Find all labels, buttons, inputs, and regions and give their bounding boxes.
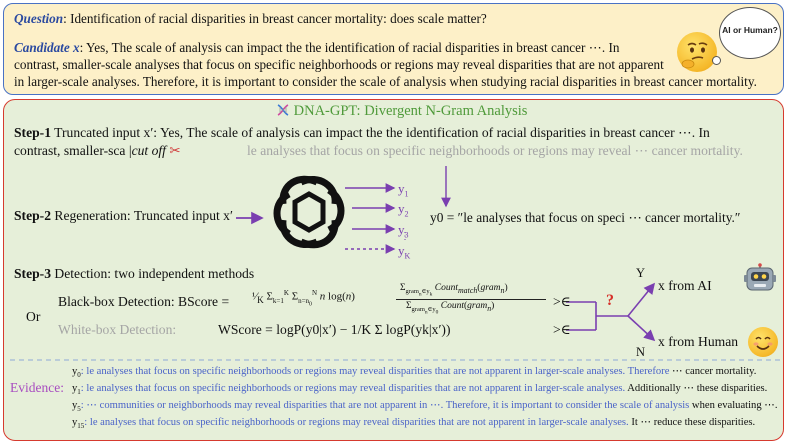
gpt-logo-icon <box>273 175 345 249</box>
method-panel <box>3 99 784 441</box>
step2-line: Step-2 Regeneration: Truncated input x′ <box>14 208 233 224</box>
evidence-list: y0: le analyses that focus on specific n… <box>72 365 778 433</box>
robot-icon <box>744 263 776 293</box>
evidence-symbol: y1 <box>72 383 81 397</box>
evidence-rest: It ⋯ reduce these disparities. <box>628 417 756 429</box>
evidence-symbol: y0 <box>72 366 81 380</box>
evidence-label: Evidence: <box>10 380 64 395</box>
no-label: N <box>636 345 646 359</box>
step1-kept-text: contrast, smaller-sca | <box>14 143 132 158</box>
evidence-row: y1: le analyses that focus on specific n… <box>72 382 778 399</box>
step1-line-2: contrast, smaller-sca |cut off ✂ <box>14 143 181 159</box>
black-box-label: Black-box Detection: BScore = <box>58 294 230 309</box>
method-title: DNA-GPT: Divergent N-Gram Analysis <box>293 103 528 119</box>
evidence-symbol: y15 <box>72 417 85 431</box>
evidence-row: y0: le analyses that focus on specific n… <box>72 365 778 382</box>
step1-line-1: Step-1 Truncated input x′: Yes, The scal… <box>14 125 710 141</box>
y0-definition: y0 = ″le analyses that focus on speci ⋯ … <box>430 210 741 225</box>
from-ai-label: x from AI <box>658 278 712 293</box>
evidence-row: y5: ⋯ communities or neighborhoods may r… <box>72 399 778 416</box>
question-panel <box>3 3 784 95</box>
dna-icon <box>276 103 290 122</box>
wscore-formula: WScore = logP(y0|x′) − 1/K Σ logP(yk|x′)… <box>218 322 451 337</box>
scissors-icon: ✂ <box>169 143 181 158</box>
step1-text: Truncated input x′: Yes, The scale of an… <box>51 125 710 140</box>
y3-label: y3 <box>398 222 409 240</box>
evidence-rest: Additionally ⋯ these disparities. <box>625 383 768 395</box>
yK-label: yK <box>398 243 411 261</box>
question-label: Question <box>14 11 64 26</box>
step2-label: Step-2 <box>14 208 52 223</box>
step2-text: Regeneration: Truncated input x′ <box>51 208 233 223</box>
wscore-threshold: >∈ <box>553 322 571 337</box>
evidence-rest: ⋯ cancer mortality. <box>669 366 757 377</box>
step3-text: Detection: two independent methods <box>51 266 255 281</box>
question-text: : Identification of racial disparities i… <box>63 11 487 26</box>
evidence-row: y15: le analyses that focus on specific … <box>72 416 778 433</box>
thought-bubble <box>719 7 781 59</box>
candidate-text-1: : Yes, The scale of analysis can impact … <box>79 40 620 55</box>
step1-label: Step-1 <box>14 125 52 140</box>
candidate-label: Candidate x <box>14 40 80 55</box>
white-box-label: White-box Detection: <box>58 322 177 337</box>
step3-label: Step-3 <box>14 266 52 281</box>
title-line: DNA-GPT: Divergent N-Gram Analysis <box>276 103 527 122</box>
decision-question-mark: ? <box>606 292 614 309</box>
evidence-overlap: : le analyses that focus on specific nei… <box>80 383 626 395</box>
cut-off-label: cut off <box>131 143 166 158</box>
candidate-line-2: contrast, smaller-scale analyses that fo… <box>14 57 664 72</box>
thinking-face-icon <box>677 32 717 72</box>
bscore-formula: ¹⁄K Σk=1K Σn=n0N n log(n) Σgramn∈yk Coun… <box>252 283 547 317</box>
bubble-dot <box>712 56 721 65</box>
evidence-overlap: : le analyses that focus on specific nei… <box>80 366 670 377</box>
step3-line: Step-3 Detection: two independent method… <box>14 266 254 282</box>
y2-label: y2 <box>398 201 409 219</box>
y-dots: ⋮ <box>400 231 410 242</box>
bubble-text: AI or Human? <box>722 25 778 35</box>
evidence-overlap: : ⋯ communities or neighborhoods may rev… <box>80 400 690 412</box>
smiling-face-icon <box>748 327 778 357</box>
y1-label: y1 <box>398 181 409 199</box>
yes-label: Y <box>636 266 646 280</box>
evidence-overlap: : le analyses that focus on specific nei… <box>84 417 629 429</box>
or-label: Or <box>26 309 41 324</box>
from-human-label: x from Human <box>658 334 739 349</box>
candidate-line-3: in larger-scale analyses. Therefore, it … <box>14 74 757 89</box>
evidence-rest: when evaluating ⋯. <box>689 400 778 412</box>
evidence-symbol: y5 <box>72 400 81 414</box>
bscore-threshold: >∈ <box>553 294 571 309</box>
question-line: Question: Identification of racial dispa… <box>14 11 487 27</box>
step1-truncated-text: le analyses that focus on specific neigh… <box>247 143 743 158</box>
candidate-line-1: Candidate x: Yes, The scale of analysis … <box>14 40 619 56</box>
